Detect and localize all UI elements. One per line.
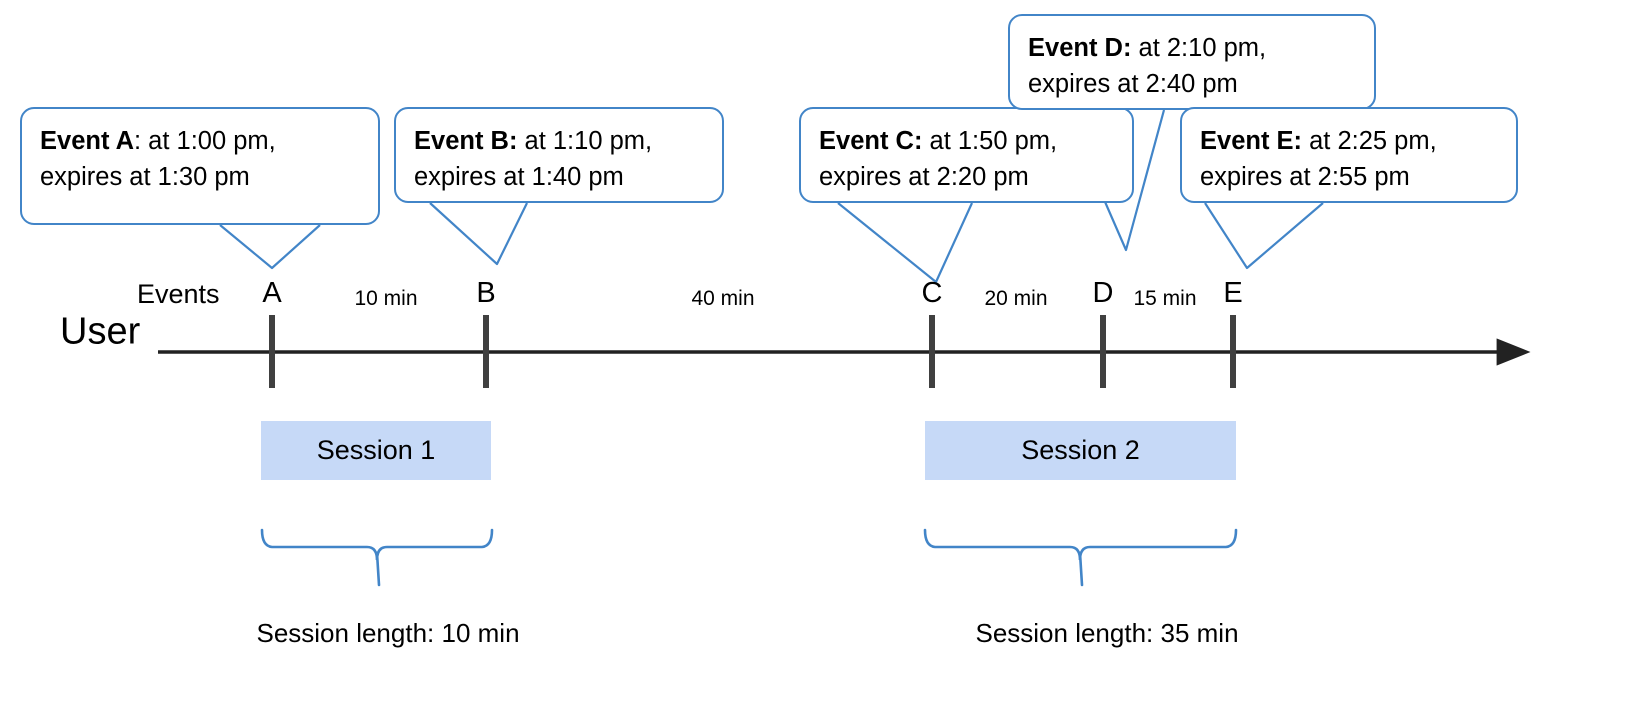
callout-a-bold: Event A	[40, 127, 134, 155]
callout-event-a[interactable]: Event A: at 1:00 pm, expires at 1:30 pm	[20, 107, 380, 225]
event-letter-b: B	[476, 277, 496, 309]
callout-tail-c	[837, 202, 974, 284]
callout-b-bold: Event B:	[414, 127, 518, 155]
callout-b-line1: at 1:10 pm,	[517, 127, 653, 155]
gap-label-c-d: 20 min	[984, 287, 1048, 310]
callout-c-line2: expires at 2:20 pm	[819, 163, 1029, 192]
callout-tail-e	[1204, 202, 1324, 270]
gap-label-b-c: 40 min	[691, 287, 755, 310]
callout-a-sep: :	[134, 127, 142, 155]
timeline-lane-label: User	[60, 310, 141, 353]
callout-c-bold: Event C:	[819, 127, 923, 155]
callout-e-line1: at 2:25 pm,	[1302, 127, 1437, 155]
gap-label-a-b: 10 min	[354, 287, 418, 310]
callout-tail-a	[219, 224, 321, 270]
callout-e-bold: Event E:	[1200, 127, 1303, 155]
event-letter-a: A	[262, 277, 282, 309]
session-brace-stem-1	[375, 551, 381, 587]
callout-d-line1: at 2:10 pm,	[1131, 34, 1267, 62]
callout-b-line2: expires at 1:40 pm	[414, 163, 624, 192]
event-letter-c: C	[921, 277, 943, 309]
callout-tail-b	[429, 202, 528, 266]
callout-a-line1: at 1:00 pm,	[141, 127, 276, 155]
callout-c-line1: at 1:50 pm,	[922, 127, 1058, 155]
callout-d-line2: expires at 2:40 pm	[1028, 70, 1238, 99]
callout-d-bold: Event D:	[1028, 34, 1132, 62]
session-length-caption-2: Session length: 35 min	[975, 618, 1239, 648]
session-block-2-label: Session 2	[1021, 435, 1140, 465]
event-letter-e: E	[1223, 277, 1243, 309]
session-block-1-label: Session 1	[316, 435, 436, 465]
session-length-caption-1: Session length: 10 min	[256, 618, 520, 648]
callout-e-line2: expires at 2:55 pm	[1200, 163, 1410, 192]
gap-label-d-e: 15 min	[1133, 287, 1197, 310]
session-brace-stem-2	[1078, 551, 1084, 587]
callout-event-c[interactable]: Event C: at 1:50 pm, expires at 2:20 pm	[799, 107, 1134, 203]
callout-a-line2: expires at 1:30 pm	[40, 163, 250, 192]
session-block-1[interactable]: Session 1	[261, 421, 491, 480]
session-block-2[interactable]: Session 2	[925, 421, 1236, 480]
event-letter-d: D	[1092, 277, 1114, 309]
callout-event-d[interactable]: Event D: at 2:10 pm, expires at 2:40 pm	[1008, 14, 1376, 110]
callout-event-b[interactable]: Event B: at 1:10 pm, expires at 1:40 pm	[394, 107, 724, 203]
events-row-label: Events	[137, 279, 220, 309]
callout-event-e[interactable]: Event E: at 2:25 pm, expires at 2:55 pm	[1180, 107, 1518, 203]
